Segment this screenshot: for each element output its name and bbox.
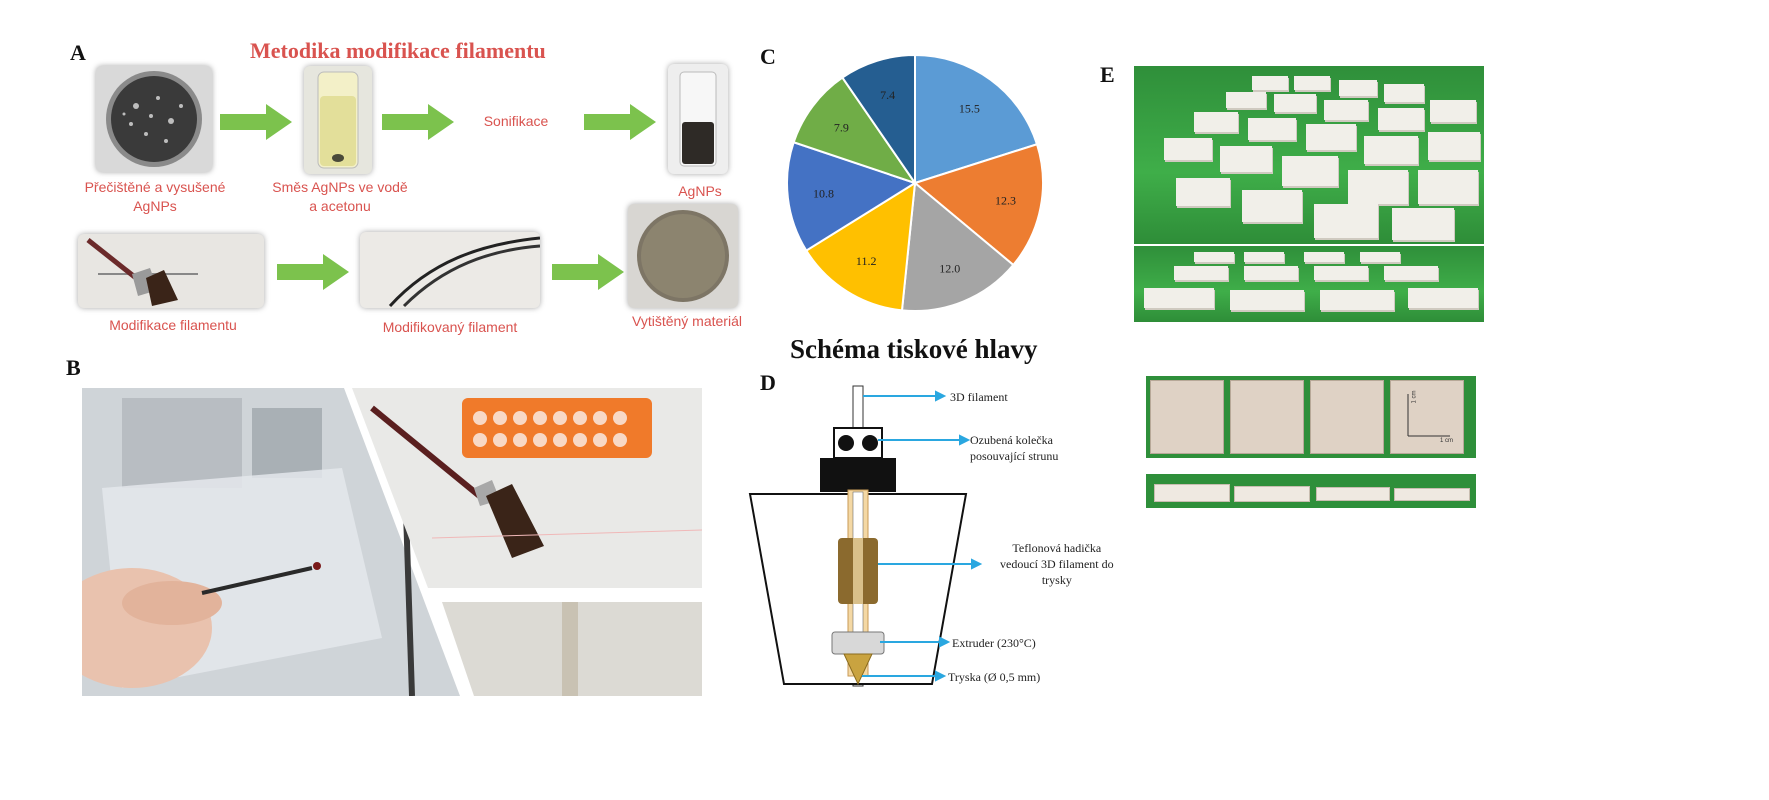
label-step7: Vytištěný materiál — [632, 313, 742, 329]
pie-slice — [841, 53, 916, 187]
scale-label-horizontal: 1 cm — [1440, 438, 1454, 444]
photo-filament-modification — [78, 234, 264, 308]
pie-slice-label: 12.0 — [939, 261, 960, 275]
pie-slice-label: 7.9 — [834, 121, 849, 135]
pie-slice — [786, 140, 918, 252]
label-step2: Směs AgNPs ve vodě a acetonu — [272, 179, 408, 214]
label-step5: Modifikace filamentu — [109, 317, 237, 333]
label-step6: Modifikovaný filament — [382, 319, 518, 335]
arrow-right-icon — [552, 254, 624, 290]
photo-agnps-mixture — [304, 66, 372, 174]
pie-chart: 15.5 12.3 12.0 11.2 10.8 7.9 7.4 — [786, 53, 1044, 312]
photo-modified-filament — [360, 232, 540, 308]
label-gears: Ozubená kolečka posouvající strunu — [970, 433, 1059, 463]
label-step1: Přečištěné a vysušené AgNPs — [84, 179, 226, 214]
photo-printed-tiles-side — [1134, 246, 1484, 322]
label-teflon-tube: Teflonová hadička vedoucí 3D filament do… — [1000, 541, 1114, 587]
panel-label-a: A — [70, 40, 86, 65]
panel-label-c: C — [760, 44, 776, 69]
pie-slice — [792, 76, 918, 185]
panel-label-b: B — [66, 355, 81, 380]
pie-slice — [804, 181, 917, 312]
pie-slice-label: 15.5 — [959, 102, 980, 116]
panel-d-title: Schéma tiskové hlavy — [790, 334, 1038, 364]
panel-b-photo — [52, 387, 703, 697]
pie-slice-label: 7.4 — [880, 88, 895, 102]
pie-slice-label: 10.8 — [813, 187, 834, 201]
label-extruder: Extruder (230°C) — [952, 636, 1036, 650]
arrow-right-icon — [382, 104, 454, 140]
photo-printed-material — [628, 204, 738, 308]
photo-purified-agnps — [96, 66, 212, 172]
label-nozzle: Tryska (Ø 0,5 mm) — [948, 670, 1041, 684]
photo-printed-tiles-top — [1134, 66, 1484, 244]
photo-samples-side-view — [1146, 474, 1476, 508]
label-step3: Sonifikace — [483, 113, 549, 129]
panel-label-e: E — [1100, 62, 1115, 87]
scale-label-vertical: 1 cm — [1411, 390, 1418, 404]
photo-agnps-vial — [668, 64, 728, 174]
pie-slice — [900, 181, 1015, 312]
label-step4: AgNPs — [678, 183, 722, 199]
pie-slice-label: 11.2 — [856, 254, 877, 268]
panel-label-d: D — [760, 370, 776, 395]
arrow-right-icon — [277, 254, 349, 290]
photo-samples-top-view: 1 cm 1 cm — [1146, 376, 1476, 458]
arrow-right-icon — [220, 104, 292, 140]
print-head-diagram — [748, 385, 983, 687]
panel-a-title: Metodika modifikace filamentu — [250, 38, 546, 63]
arrow-right-icon — [584, 104, 656, 140]
pie-slice — [914, 53, 1039, 185]
label-3d-filament: 3D filament — [950, 390, 1008, 404]
pie-slice — [912, 142, 1044, 267]
pie-slice-label: 12.3 — [995, 194, 1016, 208]
